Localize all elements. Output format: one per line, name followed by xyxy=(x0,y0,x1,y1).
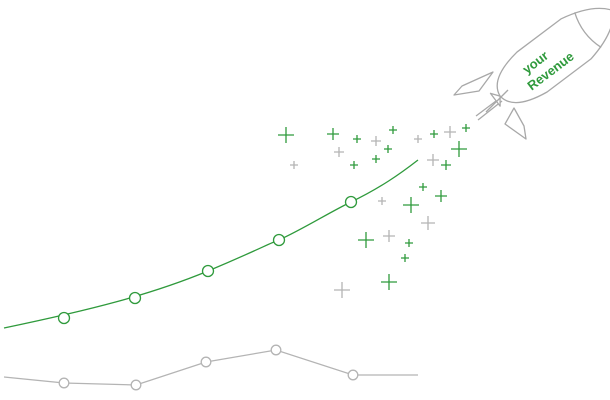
revenue-marker-4 xyxy=(272,233,286,247)
sparkle-24 xyxy=(358,232,374,248)
sparkle-28 xyxy=(334,282,350,298)
baseline-marker-2 xyxy=(130,379,142,391)
baseline-marker-5 xyxy=(347,369,359,381)
revenue-marker-1 xyxy=(57,311,71,325)
sparkle-9 xyxy=(372,155,380,163)
sparkle-4 xyxy=(334,147,344,157)
sparkle-23 xyxy=(383,230,395,242)
sparkle-8 xyxy=(384,145,392,153)
baseline-marker-3 xyxy=(200,356,212,368)
sparkle-15 xyxy=(451,141,467,157)
sparkle-20 xyxy=(403,197,419,213)
sparkle-16 xyxy=(427,154,439,166)
sparkle-12 xyxy=(430,130,438,138)
revenue-series xyxy=(3,159,419,329)
revenue-marker-2 xyxy=(128,291,142,305)
sparkle-1 xyxy=(278,127,294,143)
revenue-marker-3 xyxy=(201,264,215,278)
rocket-graphic xyxy=(453,7,610,140)
sparkle-25 xyxy=(405,239,413,247)
sparkle-19 xyxy=(435,190,447,202)
exhaust-sparkles xyxy=(278,124,470,298)
sparkle-7 xyxy=(389,126,397,134)
sparkle-10 xyxy=(350,161,358,169)
rocket-tail xyxy=(489,92,501,107)
revenue-line xyxy=(3,159,419,329)
sparkle-27 xyxy=(381,274,397,290)
sparkle-22 xyxy=(421,216,435,230)
sparkle-11 xyxy=(414,135,422,143)
rocket-fin-upper xyxy=(453,71,494,96)
baseline-marker-1 xyxy=(58,377,70,389)
sparkle-18 xyxy=(419,183,427,191)
rocket-nozzle-cross xyxy=(485,89,509,113)
sparkle-6 xyxy=(371,136,381,146)
sparkle-14 xyxy=(462,124,470,132)
sparkle-26 xyxy=(401,254,409,262)
rocket-nose-band xyxy=(574,12,602,49)
sparkle-5 xyxy=(353,135,361,143)
rocket-fin-lower xyxy=(504,107,527,140)
baseline-series xyxy=(3,344,418,391)
sparkle-17 xyxy=(441,160,451,170)
sparkle-3 xyxy=(327,128,339,140)
sparkle-21 xyxy=(378,197,386,205)
revenue-marker-5 xyxy=(344,195,358,209)
sparkle-2 xyxy=(290,161,298,169)
sparkle-13 xyxy=(444,126,456,138)
baseline-marker-4 xyxy=(270,344,282,356)
